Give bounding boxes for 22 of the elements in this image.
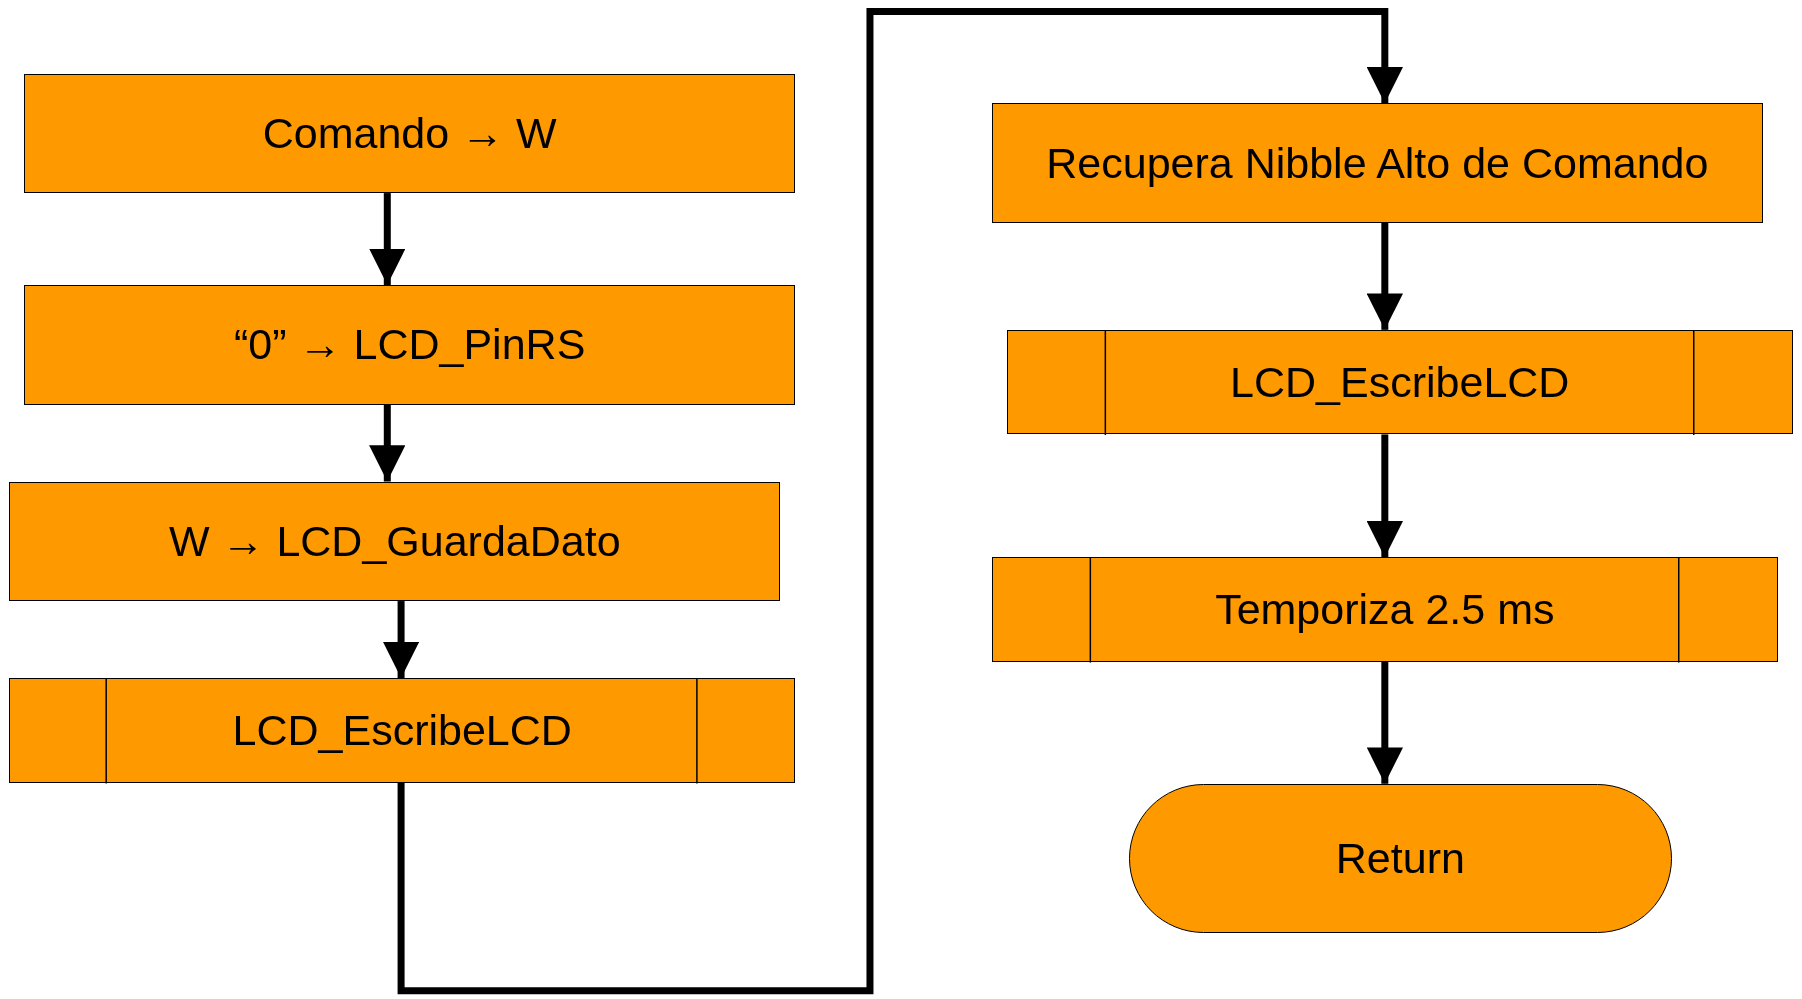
- node-label: Comando → W: [262, 108, 557, 158]
- node-label: Recupera Nibble Alto de Comando: [1046, 138, 1709, 188]
- node-label: LCD_EscribeLCD: [232, 705, 572, 755]
- arrow: [369, 404, 406, 482]
- arrow: [1366, 661, 1404, 784]
- process-box: [9, 481, 781, 602]
- process-box: [24, 285, 796, 405]
- arrow: [397, 8, 1404, 995]
- subroutine-box: [9, 678, 796, 783]
- node-label: Return: [1335, 833, 1465, 883]
- node-label: LCD_EscribeLCD: [1230, 357, 1570, 407]
- node-label: W → LCD_GuardaDato: [168, 516, 621, 566]
- subroutine-box: [1006, 329, 1793, 435]
- arrow: [369, 193, 406, 285]
- arrow: [382, 601, 420, 679]
- node-label: Temporiza 2.5 ms: [1215, 585, 1555, 635]
- process-box: [991, 103, 1763, 223]
- process-box: [24, 73, 796, 194]
- node-label: “0” → LCD_PinRS: [234, 320, 586, 370]
- arrow: [1366, 434, 1404, 558]
- arrow: [1366, 222, 1404, 330]
- subroutine-box: [991, 557, 1778, 662]
